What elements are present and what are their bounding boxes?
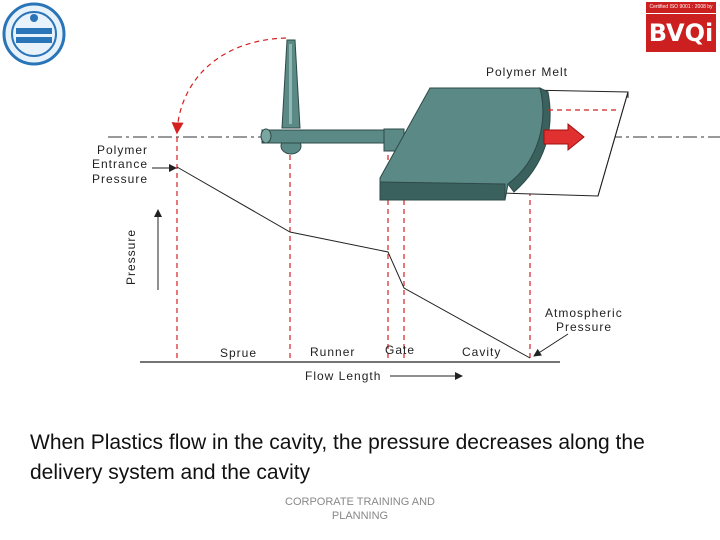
atmospheric-label-line1: Atmospheric	[545, 306, 623, 320]
pressure-axis-label: Pressure	[124, 228, 138, 285]
melt-front-arrow	[543, 122, 585, 152]
cavity-label: Cavity	[462, 345, 502, 359]
gate-label: Gate	[385, 343, 416, 357]
slide-caption: When Plastics flow in the cavity, the pr…	[30, 431, 645, 484]
cipet-emblem-icon	[2, 2, 66, 66]
certification-strip: Certified ISO 9001 : 2008 by	[646, 2, 716, 13]
entrance-curve-arrow	[171, 37, 287, 135]
flow-length-label: Flow Length	[305, 369, 382, 383]
entrance-label-line3: Pressure	[92, 172, 149, 186]
entrance-label-line2: Entrance	[92, 157, 149, 171]
entrance-label-line1: Polymer	[97, 143, 149, 157]
footer-line1: CORPORATE TRAINING AND	[285, 496, 435, 508]
runner-label: Runner	[310, 345, 356, 359]
atmospheric-label-line2: Pressure	[556, 320, 613, 334]
pressure-curve	[176, 166, 531, 359]
atmospheric-pointer	[533, 333, 569, 357]
runner-shape	[261, 129, 401, 144]
polymer-melt-label: Polymer Melt	[486, 65, 569, 79]
sprue-label: Sprue	[220, 346, 258, 360]
bvqi-logo: BVQi	[646, 14, 716, 52]
footer: CORPORATE TRAINING AND PLANNING	[260, 495, 460, 523]
footer-line2: PLANNING	[331, 510, 389, 522]
